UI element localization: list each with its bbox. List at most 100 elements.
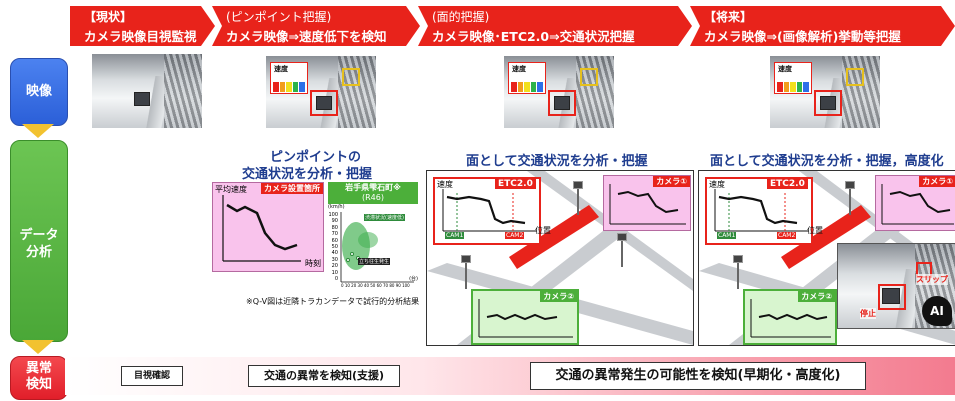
stage-pinpoint-label: (ピンポイント把握) (226, 10, 332, 24)
stage-area-label: (面的把握) (432, 10, 490, 24)
stage-pinpoint-desc: カメラ映像⇒速度低下を検知 (226, 29, 387, 44)
qv-xticks: 0 10 20 30 40 50 60 70 80 90 100 (341, 283, 410, 288)
camera2-tag: カメラ② (540, 291, 577, 302)
etc-speed-graph: 速度 ETC2.0 CAM1 CAM2 (433, 177, 541, 245)
stage-current: 【現状】 カメラ映像目視監視 (70, 6, 215, 46)
qv-footnote: ※Q-V図は近隣トラカンデータで試行的分析結果 (246, 297, 420, 306)
qv-ytick: 10 (331, 269, 338, 276)
future-map-panel: 速度 ETC2.0 CAM1 CAM2 位置 カメラ① カメラ② (698, 170, 955, 346)
qv-xunit: (台) (409, 276, 418, 282)
qv-title: 岩手県雫石町※ (R46) (328, 182, 418, 204)
detect-support-tag: 交通の異常を検知(支援) (248, 365, 400, 387)
camera2-tag: カメラ② (798, 291, 835, 302)
qv-chart: 岩手県雫石町※ (R46) (km/h) 100 90 80 70 60 50 … (328, 182, 418, 290)
cam1-tag: CAM1 (717, 232, 737, 239)
qv-ytick: 30 (331, 256, 338, 263)
stage-future: 【将来】 カメラ映像⇒(画像解析)挙動等把握 (690, 6, 955, 46)
qv-ytick: 100 (328, 212, 338, 218)
etc-label: ETC2.0 (495, 179, 536, 189)
arrow-down-2 (22, 340, 54, 354)
camera-pole (733, 255, 743, 289)
position-label: 位置 (807, 226, 823, 235)
camera1-graph: カメラ① (603, 175, 691, 231)
camera2-line (478, 299, 573, 338)
pinpoint-speed-graph: 平均速度 カメラ設置箇所 時刻 (212, 182, 324, 272)
speed-drop-line (222, 195, 301, 262)
etc-speed-label: 速度 (709, 180, 725, 189)
row-anomaly: 異常 検知 (10, 356, 68, 400)
camera1-graph: カメラ① (875, 175, 955, 231)
stop-label: 停止 (860, 308, 876, 319)
speed-label: 速度 (778, 65, 792, 73)
early-detection-tag: 交通の異常発生の可能性を検知(早期化・高度化) (530, 362, 866, 390)
camera2-graph: カメラ② (743, 289, 837, 345)
cam1-tag: CAM1 (445, 232, 465, 239)
stage-current-desc: カメラ映像目視監視 (84, 29, 197, 44)
stage-area-desc: カメラ映像･ETC2.0⇒交通状況把握 (432, 29, 635, 44)
qv-ytick: 60 (331, 237, 338, 244)
camera2-line (750, 299, 831, 338)
qv-sub: (R46) (362, 193, 384, 202)
etc-speed-graph: 速度 ETC2.0 CAM1 CAM2 (705, 177, 813, 245)
ai-head-icon: AI (922, 296, 952, 326)
cam2-tag: CAM2 (505, 232, 525, 239)
etc-label: ETC2.0 (767, 179, 808, 189)
camera-image-future: 速度 (770, 56, 880, 128)
graph-x-label: 時刻 (305, 259, 321, 268)
camera1-tag: カメラ① (653, 176, 690, 187)
row-data: データ 分析 (10, 140, 68, 342)
stage-future-desc: カメラ映像⇒(画像解析)挙動等把握 (704, 29, 901, 44)
future-title: 面として交通状況を分析・把握，高度化 (710, 154, 944, 169)
row-video: 映像 (10, 58, 68, 126)
speed-label: 速度 (274, 65, 288, 73)
camera-image-area: 速度 (504, 56, 614, 128)
row-data-label: データ 分析 (19, 228, 59, 260)
slip-label: スリップ (916, 274, 948, 285)
qv-ytick: 50 (331, 244, 338, 251)
etc-speed-label: 速度 (437, 180, 453, 189)
qv-ytick: 80 (331, 224, 338, 231)
camera1-line (609, 184, 686, 225)
cam2-tag: CAM2 (777, 232, 797, 239)
qv-unit: (km/h) (328, 204, 345, 210)
qv-ytick: 70 (331, 231, 338, 238)
camera-pole (845, 181, 855, 215)
stage-area: (面的把握) カメラ映像･ETC2.0⇒交通状況把握 (418, 6, 692, 46)
area-map-panel: 速度 ETC2.0 CAM1 CAM2 位置 カメラ① カメラ② (426, 170, 694, 346)
stage-future-label: 【将来】 (704, 10, 753, 24)
etc-speed-line (442, 189, 537, 232)
qv-stop-label: 立ち往生発生 (358, 258, 391, 265)
camera-pole (617, 233, 627, 267)
qv-yticks: 100 90 80 70 60 50 40 30 20 10 0 (328, 212, 338, 282)
area-title: 面として交通状況を分析・把握 (466, 154, 648, 169)
graph-y-label: 平均速度 (215, 185, 247, 194)
visual-check-tag: 目視確認 (121, 366, 183, 386)
qv-scatter (340, 212, 414, 283)
qv-ytick: 90 (331, 218, 338, 225)
speed-label: 速度 (512, 65, 526, 73)
anomaly-band: 目視確認 交通の異常を検知(支援) 交通の異常発生の可能性を検知(早期化・高度化… (65, 357, 955, 395)
stage-pinpoint: (ピンポイント把握) カメラ映像⇒速度低下を検知 (212, 6, 420, 46)
camera1-tag: カメラ① (919, 176, 955, 187)
etc-speed-line (714, 189, 809, 232)
row-anomaly-label: 異常 検知 (25, 361, 52, 392)
position-label: 位置 (535, 226, 551, 235)
camera2-graph: カメラ② (471, 289, 579, 345)
qv-ytick: 0 (334, 276, 338, 283)
graph-tag: カメラ設置箇所 (261, 183, 323, 194)
pinpoint-title-2: 交通状況を分析・把握 (242, 167, 373, 182)
qv-ytick: 40 (331, 250, 338, 257)
camera-pole (573, 181, 583, 215)
camera-pole (461, 255, 471, 289)
stage-current-label: 【現状】 (84, 10, 133, 24)
pinpoint-title-1: ピンポイントの (270, 150, 362, 165)
qv-ytick: 20 (331, 263, 338, 270)
ai-label: AI (930, 304, 944, 318)
row-video-label: 映像 (25, 84, 52, 99)
ai-analysis-image: スリップ 停止 AI (837, 243, 955, 329)
camera-image-current (92, 54, 202, 128)
arrow-down-1 (22, 124, 54, 138)
qv-jam-label: 渋滞状況(速度低) (364, 214, 405, 221)
camera1-line (881, 184, 954, 225)
camera-image-pinpoint: 速度 (266, 56, 376, 128)
